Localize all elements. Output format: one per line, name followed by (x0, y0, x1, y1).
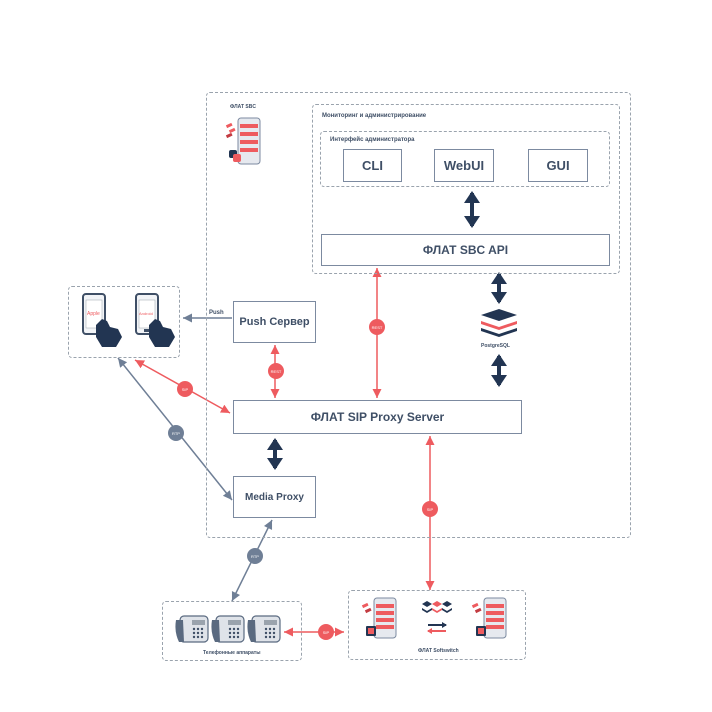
svg-text:RTP: RTP (251, 554, 259, 559)
desk-phones-title: Телефонные аппараты (203, 650, 261, 656)
server-stack-icon (225, 117, 261, 165)
softswitch-server-right-icon (471, 597, 507, 639)
android-label: Android (139, 311, 153, 316)
sbc-container (206, 92, 631, 538)
gui-box: GUI (528, 149, 588, 182)
cli-box: CLI (343, 149, 402, 182)
svg-text:RTP: RTP (172, 431, 180, 436)
apple-phone-icon (82, 293, 122, 347)
monitoring-container (312, 104, 620, 274)
admin-interface-title: Интерфейс администратора (330, 137, 415, 143)
softswitch-title: ФЛАТ Softswitch (418, 648, 459, 654)
database-stack-icon (481, 309, 517, 337)
softswitch-database-icon (422, 601, 452, 613)
badge-rtp-media: RTP (247, 548, 263, 564)
svg-text:SIP: SIP (427, 507, 434, 512)
exchange-arrows-icon (427, 622, 447, 634)
sbc-title: ФЛАТ SBC (230, 104, 256, 110)
push-label: Push (209, 310, 224, 316)
apple-label: Apple (87, 311, 100, 317)
desk-phone-icon-3 (247, 615, 281, 643)
push-server-box: Push Сервер (233, 301, 316, 343)
desk-phones-container (162, 601, 302, 661)
badge-rtp-phones: RTP (168, 425, 184, 441)
monitoring-title: Мониторинг и администрирование (322, 113, 427, 119)
desk-phone-icon-1 (175, 615, 209, 643)
badge-rest-api: REST (369, 319, 385, 335)
badge-sip-desk: SIP (318, 624, 334, 640)
media-proxy-box: Media Proxy (233, 476, 316, 518)
svg-text:REST: REST (372, 325, 383, 330)
softswitch-container (348, 590, 526, 660)
svg-text:SIP: SIP (182, 387, 189, 392)
desk-phone-icon-2 (211, 615, 245, 643)
mobile-devices-container (68, 286, 180, 358)
admin-interface-container (320, 131, 610, 187)
softswitch-server-left-icon (361, 597, 397, 639)
android-phone-icon (135, 293, 175, 347)
svg-text:SIP: SIP (323, 630, 330, 635)
sbc-api-box: ФЛАТ SBC API (321, 234, 610, 266)
webui-box: WebUI (434, 149, 494, 182)
svg-text:REST: REST (271, 369, 282, 374)
badge-sip-phones: SIP (177, 381, 193, 397)
postgres-label: PostgreSQL (481, 343, 510, 349)
sip-proxy-box: ФЛАТ SIP Proxy Server (233, 400, 522, 434)
badge-rest-push: REST (268, 363, 284, 379)
badge-sip-softswitch: SIP (422, 501, 438, 517)
